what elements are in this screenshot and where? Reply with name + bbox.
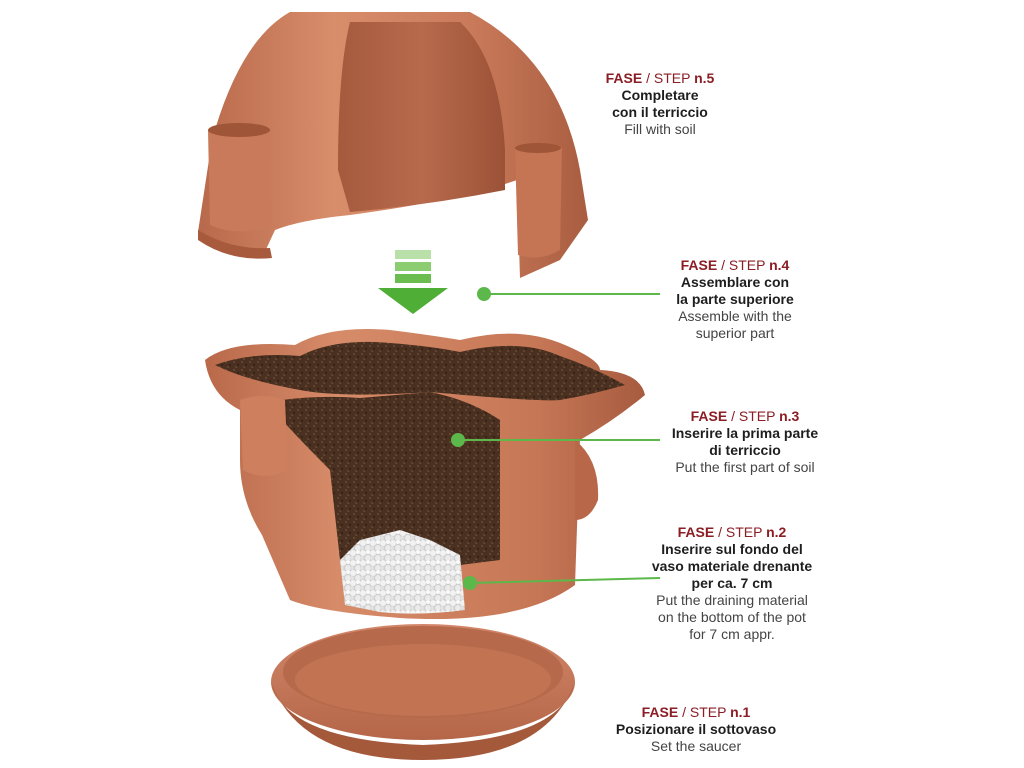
step-3-en-line: Put the first part of soil (675, 459, 815, 475)
step-2-it-line: vaso materiale drenante (651, 558, 813, 574)
top-dome-part (198, 12, 588, 278)
step-3-label: FASE / STEP n.3 Inserire la prima parte … (645, 408, 845, 476)
step-4-label: FASE / STEP n.4 Assemblare con la parte … (640, 257, 830, 342)
step-5-label: FASE / STEP n.5 Completare con il terric… (570, 70, 750, 138)
pot-body-part (205, 329, 645, 620)
step-5-it-line: con il terriccio (612, 104, 708, 120)
step-1-it-line: Posizionare il sottovaso (615, 721, 777, 737)
step-4-it-line: Assemblare con (680, 274, 790, 290)
step-2-label: FASE / STEP n.2 Inserire sul fondo del v… (632, 524, 832, 643)
step-5-it-line: Completare (621, 87, 699, 103)
step-1-en-line: Set the saucer (650, 738, 742, 754)
step-4-en-line: Assemble with the (678, 308, 792, 324)
step-4-it-line: la parte superiore (676, 291, 794, 307)
leader-dot-icon (477, 287, 491, 301)
step-1-label: FASE / STEP n.1 Posizionare il sottovaso… (596, 704, 796, 755)
leader-dot-icon (451, 433, 465, 447)
step-5-en-line: Fill with soil (624, 121, 696, 137)
down-arrow-icon (378, 250, 448, 314)
leader-dot-icon (463, 576, 477, 590)
step-2-en-line: for 7 cm appr. (689, 626, 775, 642)
step-2-en-line: on the bottom of the pot (658, 609, 806, 625)
step-4-en-line: superior part (695, 325, 775, 341)
step-3-it-line: Inserire la prima parte (671, 425, 819, 441)
step-2-it-line: per ca. 7 cm (691, 575, 773, 591)
step-2-en-line: Put the draining material (656, 592, 808, 608)
step-3-it-line: di terriccio (709, 442, 781, 458)
step-2-it-line: Inserire sul fondo del (661, 541, 803, 557)
saucer-part (271, 624, 575, 760)
leader-lines (451, 287, 661, 590)
